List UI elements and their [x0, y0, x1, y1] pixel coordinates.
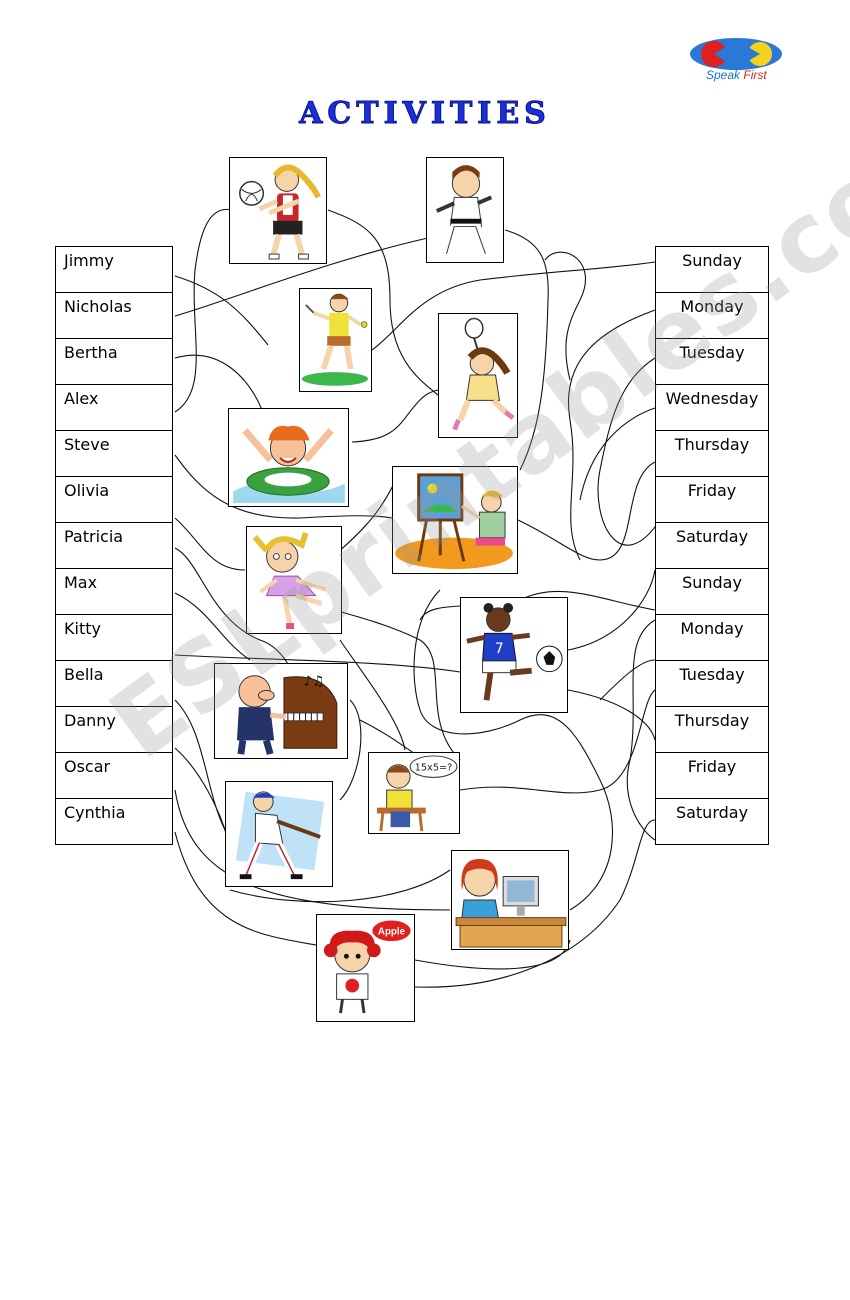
english-picture: Apple	[316, 914, 415, 1022]
computer-icon	[455, 858, 567, 948]
name-cell: Oscar	[55, 752, 173, 799]
day-cell: Tuesday	[655, 660, 769, 707]
tennis-picture	[299, 288, 372, 392]
name-cell: Cynthia	[55, 798, 173, 845]
baseball-icon	[235, 791, 325, 880]
english-bubble-text: Apple	[378, 927, 406, 938]
day-cell: Thursday	[655, 430, 769, 477]
math-picture: 15x5=?	[368, 752, 460, 834]
day-cell: Tuesday	[655, 338, 769, 385]
name-cell: Jimmy	[55, 246, 173, 293]
swimming-picture	[228, 408, 349, 507]
jersey-number: 7	[495, 641, 504, 657]
name-cell: Olivia	[55, 476, 173, 523]
karate-picture	[426, 157, 504, 263]
tennis-icon	[301, 293, 369, 386]
math-icon: 15x5=?	[376, 755, 458, 832]
day-cell: Wednesday	[655, 384, 769, 431]
name-cell: Bertha	[55, 338, 173, 385]
music-note-icon: ♪♫	[304, 674, 325, 690]
logo-icon	[690, 38, 782, 70]
day-cell: Friday	[655, 752, 769, 799]
logo-text: Speak First	[706, 68, 767, 82]
name-cell: Nicholas	[55, 292, 173, 339]
volleyball-picture	[229, 157, 327, 264]
painting-picture	[392, 466, 518, 574]
name-cell: Alex	[55, 384, 173, 431]
day-cell: Monday	[655, 292, 769, 339]
computer-picture	[451, 850, 569, 950]
day-cell: Friday	[655, 476, 769, 523]
ballet-picture	[246, 526, 342, 634]
swimming-icon	[233, 425, 345, 504]
volleyball-icon	[239, 164, 321, 260]
ballet-icon	[252, 532, 326, 629]
days-column: Sunday Monday Tuesday Wednesday Thursday…	[655, 246, 769, 845]
name-cell: Patricia	[55, 522, 173, 569]
math-bubble-text: 15x5=?	[415, 763, 453, 774]
piano-icon: ♪♫	[236, 674, 338, 756]
name-cell: Kitty	[55, 614, 173, 661]
day-cell: Sunday	[655, 568, 769, 615]
day-cell: Thursday	[655, 706, 769, 753]
painting-icon	[395, 473, 513, 570]
day-cell: Monday	[655, 614, 769, 661]
piano-picture: ♪♫	[214, 663, 348, 759]
names-column: Jimmy Nicholas Bertha Alex Steve Olivia …	[55, 246, 173, 845]
name-cell: Steve	[55, 430, 173, 477]
logo-text-speak: Speak	[706, 68, 744, 82]
day-cell: Saturday	[655, 798, 769, 845]
soccer-icon: 7	[466, 602, 563, 701]
logo-text-first: First	[743, 68, 767, 82]
soccer-picture: 7	[460, 597, 568, 713]
badminton-picture	[438, 313, 518, 438]
page-title: ACTIVITIES	[299, 96, 551, 132]
day-cell: Saturday	[655, 522, 769, 569]
karate-icon	[435, 165, 493, 256]
baseball-picture	[225, 781, 333, 887]
english-icon: Apple	[323, 919, 412, 1014]
name-cell: Max	[55, 568, 173, 615]
badminton-icon	[452, 317, 515, 431]
name-cell: Bella	[55, 660, 173, 707]
